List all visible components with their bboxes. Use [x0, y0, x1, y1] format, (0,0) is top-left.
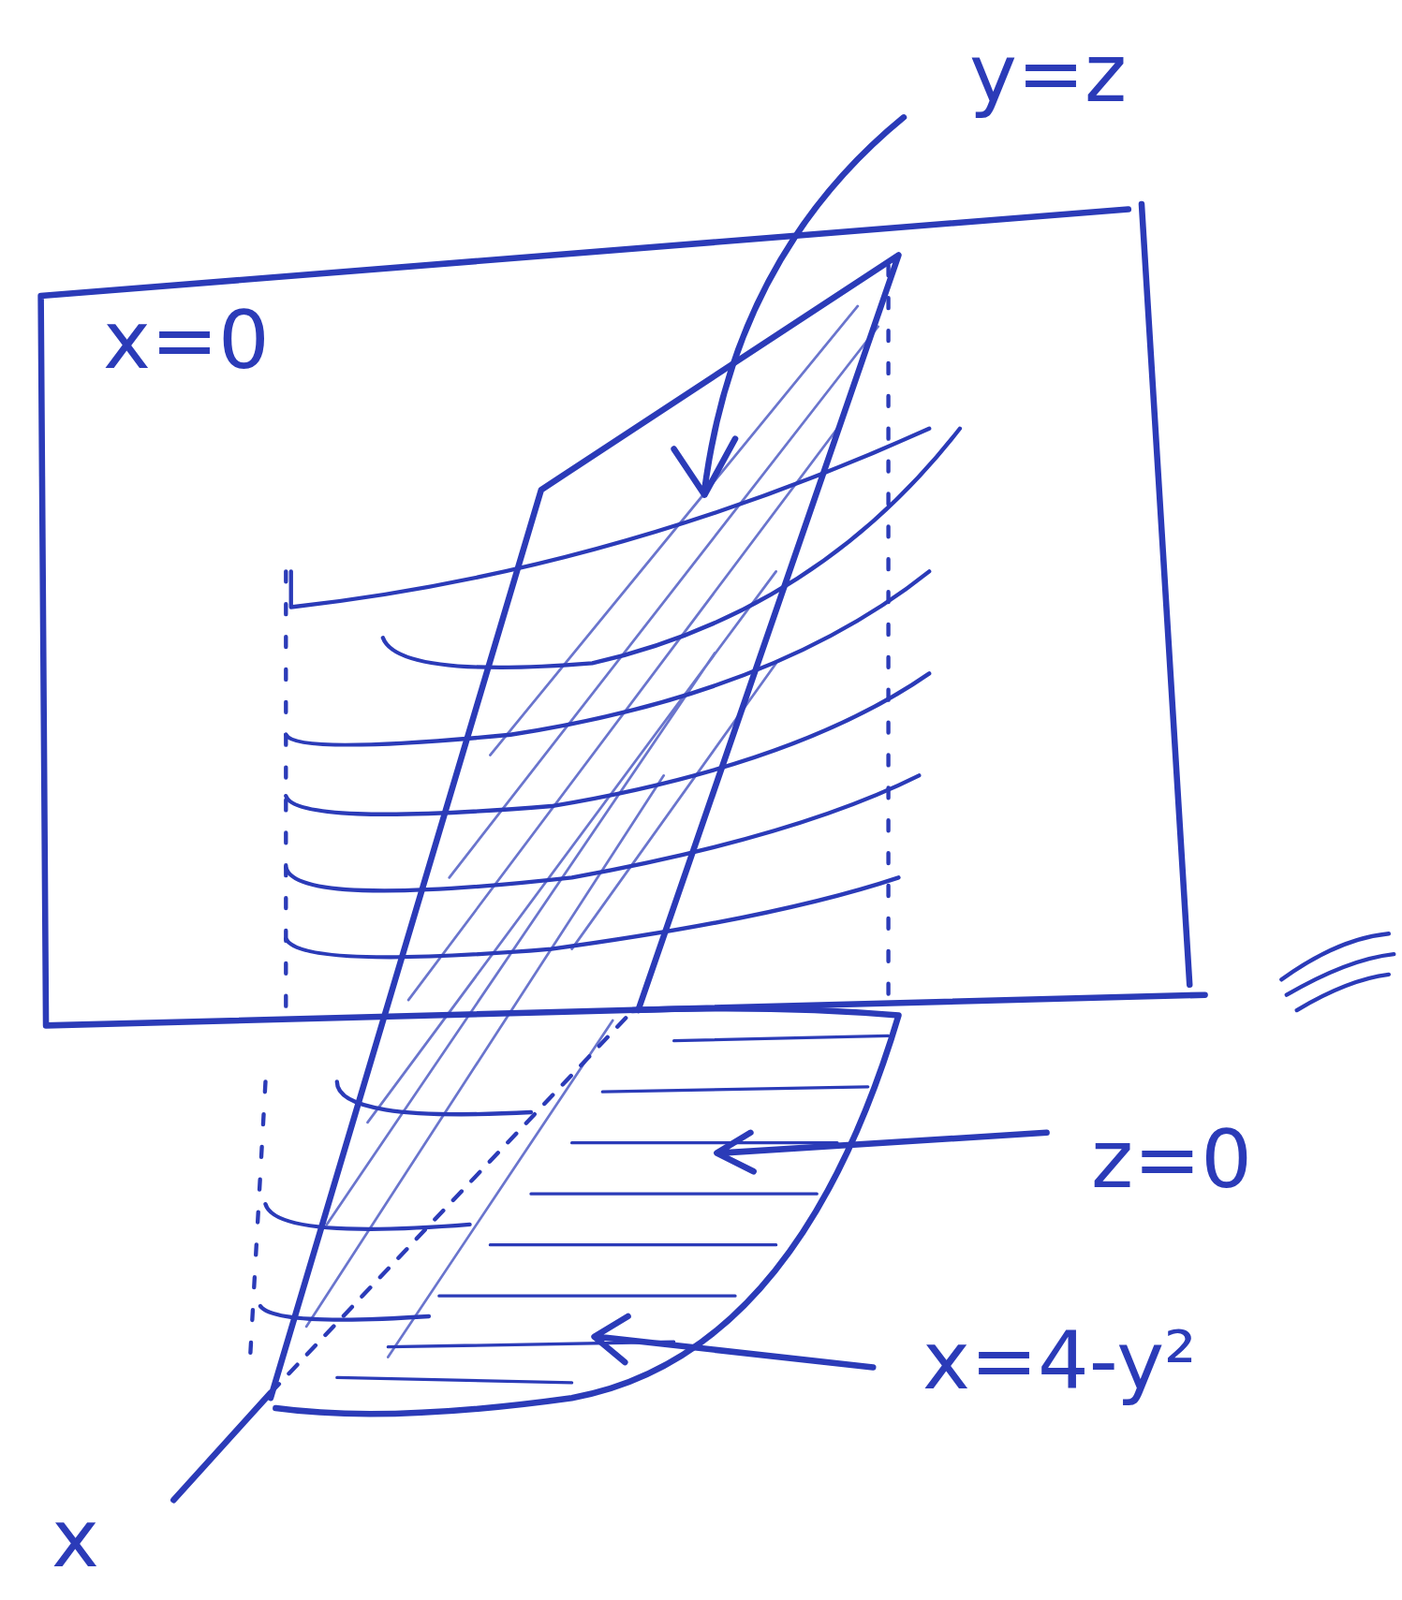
base-hatching: [337, 1035, 889, 1384]
x-axis: [173, 1393, 271, 1501]
leader-arrow: [716, 1133, 1047, 1172]
axis-label: x: [51, 1498, 100, 1580]
leader-arrow: [594, 1316, 874, 1368]
base-parabola: [275, 1008, 899, 1415]
face-shading: [306, 306, 879, 1358]
axis-label: x=0: [103, 299, 270, 381]
axis-label: x=4-y²: [922, 1320, 1197, 1402]
axis-label: y=z: [969, 32, 1127, 114]
x-axis-hidden: [270, 1010, 634, 1394]
axis-label: z=0: [1091, 1119, 1253, 1200]
leader-arrow: [674, 117, 904, 495]
section-curves: [260, 428, 960, 1321]
scribble: [1281, 933, 1394, 1011]
plane-outline: [41, 204, 1206, 1026]
